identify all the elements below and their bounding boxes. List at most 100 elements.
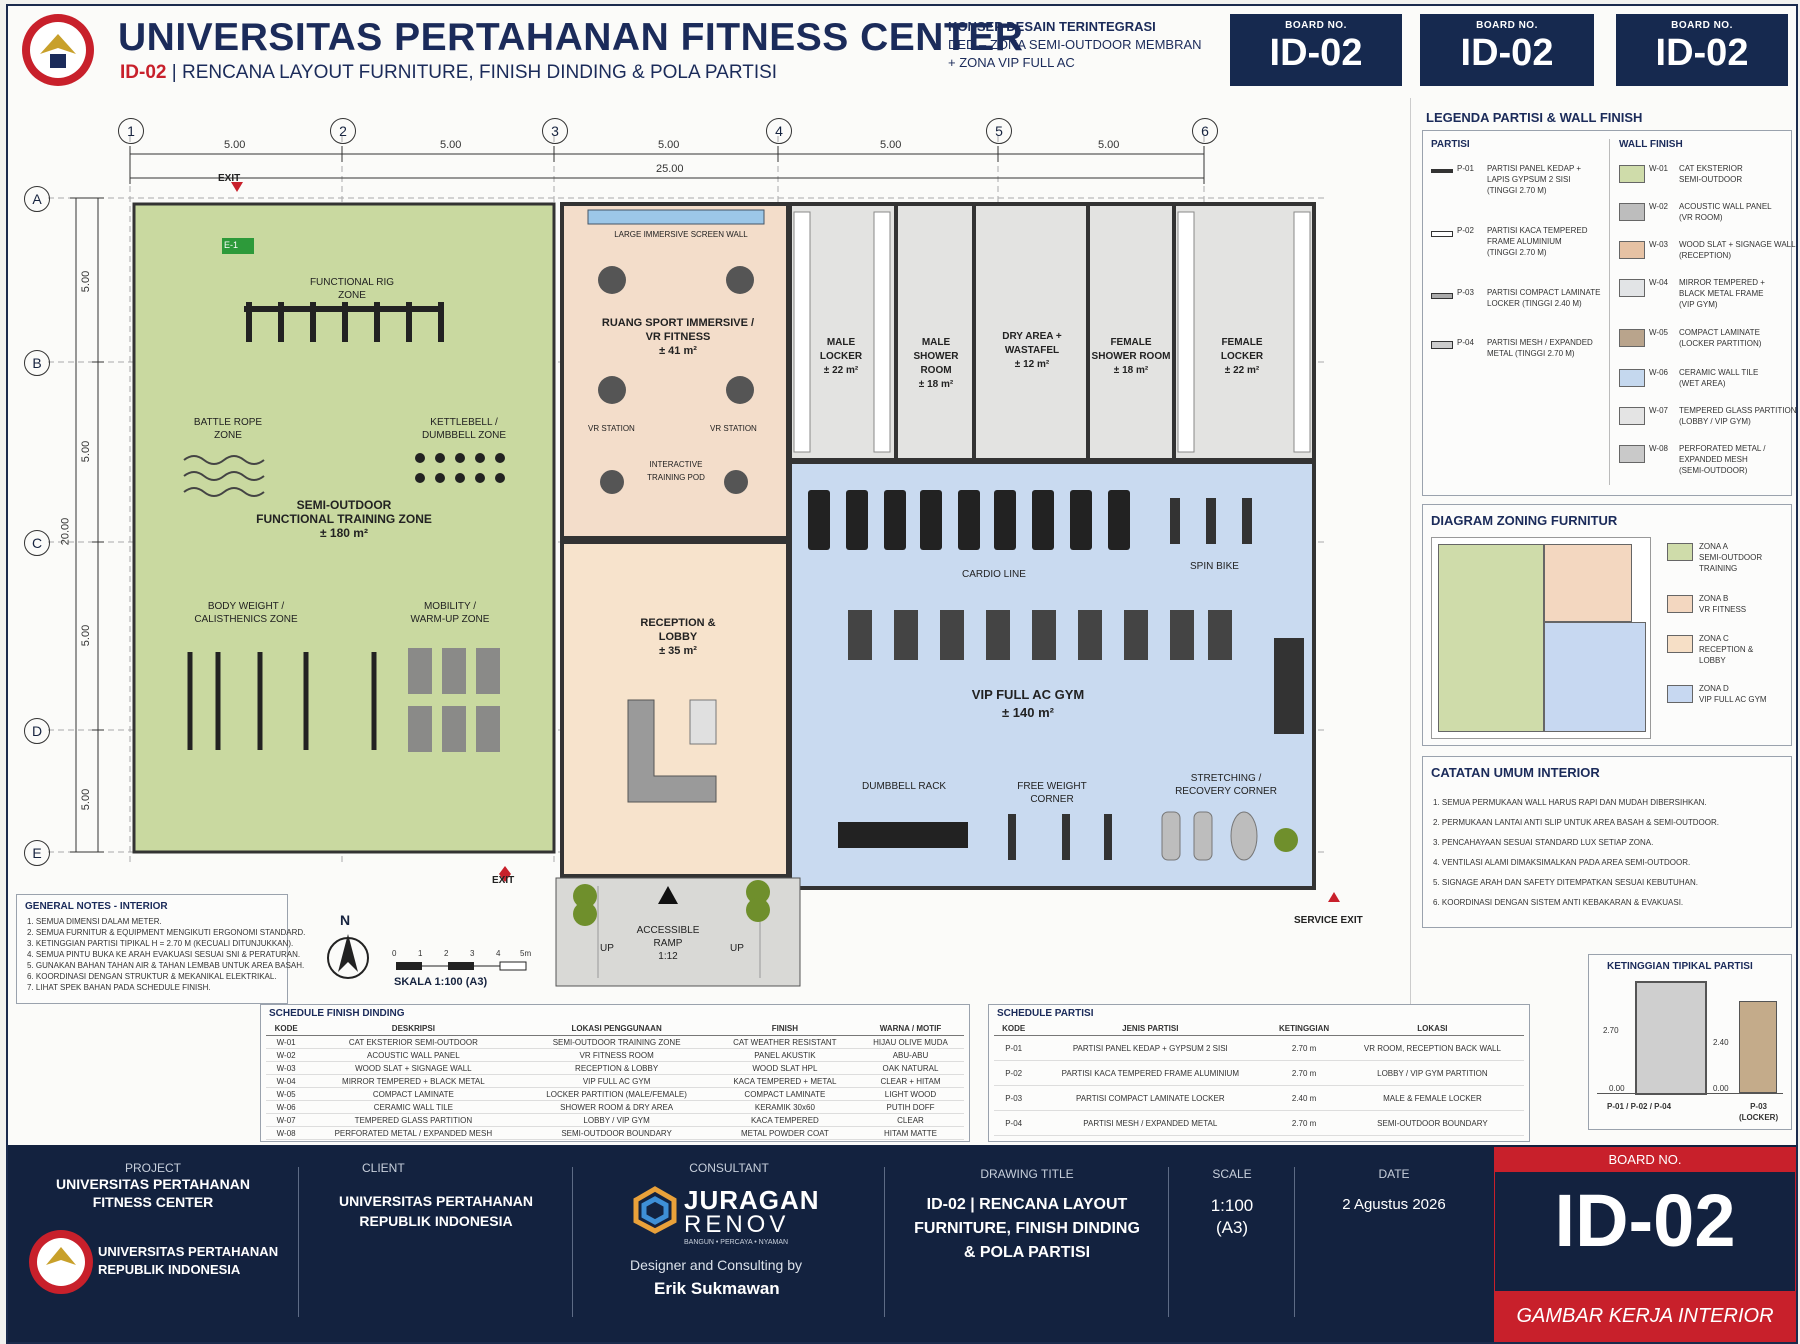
scale-tick: 3 [470,949,475,958]
partition-swatch [1431,169,1453,173]
north-label: N [340,912,351,928]
height-caption: P-01 / P-02 / P-04 [1607,1102,1672,1111]
legend-code: W-01 [1649,164,1668,173]
schedule-partisi-table: KODE JENIS PARTISI KETINGGIAN LOKASI P-0… [994,1022,1524,1136]
partition-swatch [1431,231,1453,237]
panel-title: GENERAL NOTES - INTERIOR [25,901,168,912]
table-header: JENIS PARTISI [1033,1022,1268,1036]
legend-text: PERFORATED METAL /EXPANDED MESH(SEMI-OUT… [1679,444,1766,475]
finish-swatch [1619,329,1645,347]
brand-name: JURAGAN [684,1185,820,1215]
zoning-diagram [1431,537,1651,739]
scale-label: SKALA 1:100 (A3) [394,976,488,988]
legend-code: P-02 [1457,226,1474,235]
spin-bike-label: SPIN BIKE [1190,561,1239,572]
table-header: KODE [266,1022,307,1036]
legend-code: P-04 [1457,338,1474,347]
legend-text: ACOUSTIC WALL PANEL(VR ROOM) [1679,202,1772,222]
grid-bubble: 2 [330,118,356,144]
legend-text: CERAMIC WALL TILE(WET AREA) [1679,368,1759,388]
finish-swatch [1619,369,1645,387]
partition-swatch [1431,293,1453,299]
grid-bubble: 5 [986,118,1012,144]
legend-code: W-02 [1649,202,1668,211]
university-emblem-icon [29,1230,93,1294]
table-header: DESKRIPSI [306,1022,521,1036]
scale-tick: 5m [520,949,532,958]
grid-bubble: 4 [766,118,792,144]
grid-bubble: 6 [1192,118,1218,144]
note-item: 2. SEMUA FURNITUR & EQUIPMENT MENGIKUTI … [27,928,306,937]
brand-name: RENOV [684,1211,790,1238]
finish-swatch [1619,279,1645,297]
note-item: 2. PERMUKAAN LANTAI ANTI SLIP UNTUK AREA… [1433,818,1719,827]
note-item: 6. KOORDINASI DENGAN SISTEM ANTI KEBAKAR… [1433,898,1684,907]
scale-tick: 4 [496,949,501,958]
screen-wall-label: LARGE IMMERSIVE SCREEN WALL [614,230,748,239]
dimension-label: 5.00 [1098,139,1120,151]
scale-tick: 0 [392,949,397,958]
legend-text: WOOD SLAT + SIGNAGE WALL(RECEPTION) [1679,240,1796,260]
legend-code: W-08 [1649,444,1668,453]
dumbbell-rack-label: DUMBBELL RACK [862,781,947,792]
cardio-line-label: CARDIO LINE [962,569,1026,580]
note-item: 6. KOORDINASI DENGAN STRUKTUR & MEKANIKA… [27,972,277,981]
room-label-vip-gym: VIP FULL AC GYM± 140 m² [971,687,1085,720]
height-value: 0.00 [1609,1084,1625,1093]
panel-title: SCHEDULE PARTISI [997,1008,1094,1019]
dimension-label: 5.00 [80,440,93,463]
table-header: FINISH [712,1022,857,1036]
catatan-panel: CATATAN UMUM INTERIOR 1. SEMUA PERMUKAAN… [1422,756,1792,928]
legend-code: W-04 [1649,278,1668,287]
legend-text: PARTISI PANEL KEDAP +LAPIS GYPSUM 2 SISI… [1487,164,1582,195]
exit-sign: E-1 [224,240,239,250]
zone-label-kettlebell: KETTLEBELL /DUMBBELL ZONE [421,417,507,441]
floor-plan [48,136,1340,987]
dimension-label: 5.00 [80,624,93,647]
board-number-cell: BOARD NO. ID-02 GAMBAR KERJA INTERIOR [1494,1147,1796,1342]
room-label-dry-area: DRY AREA +WASTAFEL± 12 m² [1002,331,1062,370]
legend-text: TEMPERED GLASS PARTITION(LOBBY / VIP GYM… [1679,406,1797,426]
legend-code: P-03 [1457,288,1474,297]
note-item: 4. VENTILASI ALAMI DIMAKSIMALKAN PADA AR… [1433,858,1691,867]
legend-code: P-01 [1457,164,1474,173]
grid-bubble: C [24,530,50,556]
note-item: 3. PENCAHAYAAN SESUAI STANDARD LUX SETIA… [1433,838,1654,847]
board-number-box: BOARD NO.ID-02 [1420,14,1594,86]
table-header: LOKASI [1340,1022,1524,1036]
board-number-box: BOARD NO.ID-02 [1616,14,1788,86]
legend-text: COMPACT LAMINATE(LOCKER PARTITION) [1679,328,1762,348]
board-number-box: BOARD NO.ID-02 [1230,14,1402,86]
date-cell: DATE 2 Agustus 2026 [1342,1167,1446,1213]
page-title: UNIVERSITAS PERTAHANAN FITNESS CENTER [118,16,1024,59]
room-label-reception: RECEPTION &LOBBY± 35 m² [640,617,716,657]
finish-swatch [1619,407,1645,425]
note-item: 3. KETINGGIAN PARTISI TIPIKAL H = 2.70 M… [27,939,294,948]
zone-label-body-weight: BODY WEIGHT /CALISTHENICS ZONE [194,601,298,625]
grid-bubble: B [24,350,50,376]
height-value: 2.70 [1603,1026,1619,1035]
table-header: KODE [994,1022,1034,1036]
legend-code: W-03 [1649,240,1668,249]
legend-subhead: PARTISI [1431,139,1470,150]
panel-title: KETINGGIAN TIPIKAL PARTISI [1607,961,1753,972]
schedule-finish-table: KODE DESKRIPSI LOKASI PENGGUNAAN FINISH … [266,1022,964,1140]
